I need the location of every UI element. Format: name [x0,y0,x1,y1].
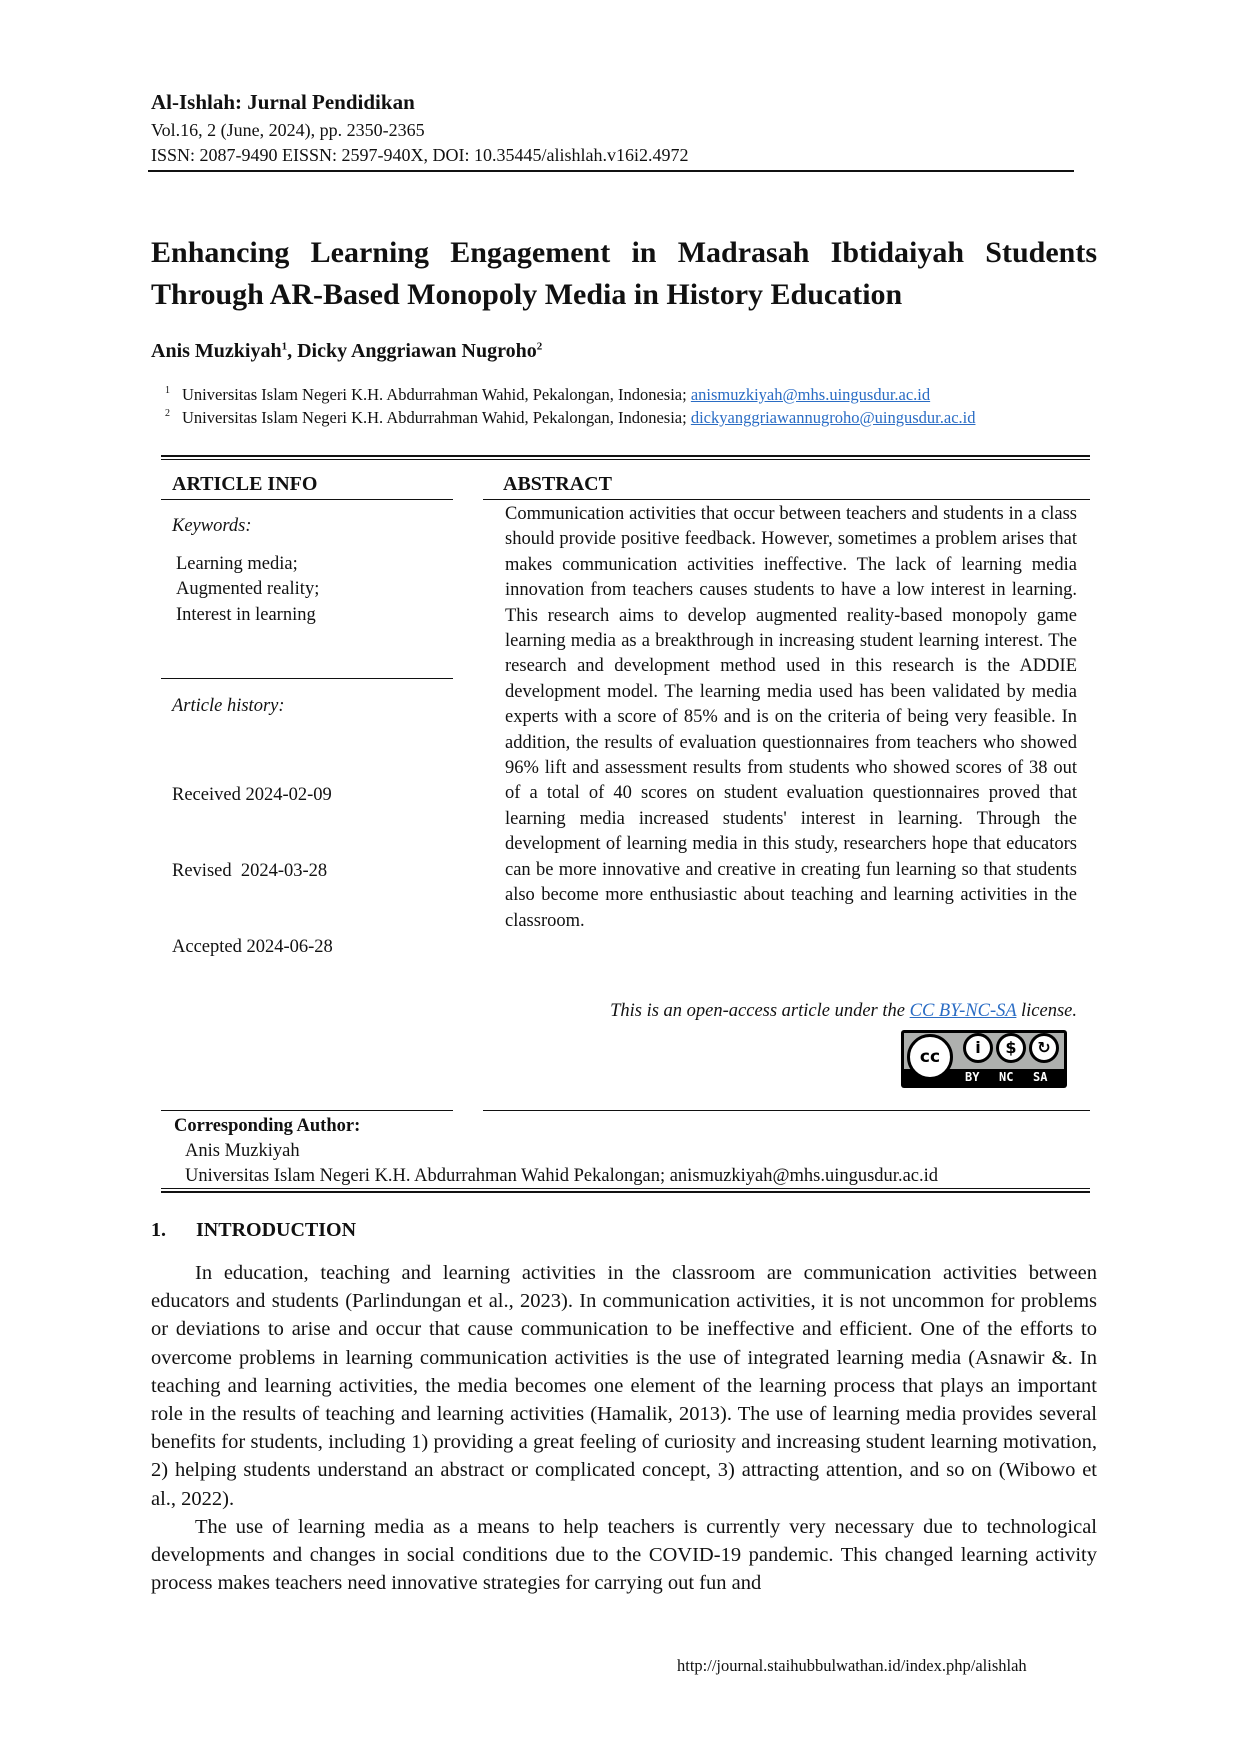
aff-num: 2 [165,408,170,419]
nc-label: NC [999,1070,1014,1084]
corr-rule-1 [161,1188,1090,1189]
journal-issn: ISSN: 2087-9490 EISSN: 2597-940X, DOI: 1… [151,145,689,165]
email-link[interactable]: dickyanggriawannugroho@uingusdur.ac.id [690,408,976,427]
license-link[interactable]: CC BY-NC-SA [909,1001,1017,1021]
affiliation-1: 1 Universitas Islam Negeri K.H. Abdurrahm… [165,385,930,405]
author-1: Anis Muzkiyah [151,340,282,362]
history-received: Received 2024-02-09 [172,784,332,805]
section-number: 1. [151,1219,166,1241]
cc-by-nc-sa-badge[interactable]: cc i $ ↻ BY NC SA [901,1030,1067,1088]
keyword: Interest in learning [176,604,316,625]
double-rule-top [161,455,1090,457]
keywords-rule [161,678,453,679]
corresponding-affiliation: Universitas Islam Negeri K.H. Abdurrahma… [185,1166,939,1186]
license-post: license. [1016,1001,1077,1021]
corresponding-name: Anis Muzkiyah [185,1141,300,1161]
double-rule-bottom [161,459,1090,460]
keywords-list: Learning media; Augmented reality; Inter… [176,552,319,628]
no-dollar-icon: $ [996,1033,1026,1063]
aff-text: Universitas Islam Negeri K.H. Abdurrahma… [182,385,691,404]
author-2-sup: 2 [536,340,543,353]
sa-label: SA [1033,1070,1048,1084]
affiliation-2: 2 Universitas Islam Negeri K.H. Abdurrahm… [165,408,975,428]
info-bottom-rule [161,1110,453,1111]
share-alike-icon: ↻ [1029,1033,1059,1063]
by-label: BY [965,1070,980,1084]
history-accepted: Accepted 2024-06-28 [172,937,333,958]
article-info-heading: ARTICLE INFO [172,473,318,495]
keyword: Learning media; [176,554,298,574]
corr-rule-2 [161,1191,1090,1193]
aff-num: 1 [165,385,170,396]
author-1-sup: 1 [281,340,288,353]
journal-volume: Vol.16, 2 (June, 2024), pp. 2350-2365 [151,120,425,140]
author-2: Dicky Anggriawan Nugroho [297,340,537,362]
email-link[interactable]: anismuzkiyah@mhs.uingusdur.ac.id [690,385,931,404]
keywords-label: Keywords: [172,516,252,536]
license-note: This is an open-access article under the… [505,999,1077,1024]
authors: Anis Muzkiyah1, Dicky Anggriawan Nugroho… [151,340,542,363]
history-revised: Revised 2024-03-28 [172,861,328,882]
journal-name: Al-Ishlah: Jurnal Pendidikan [151,90,415,114]
introduction-body: In education, teaching and learning acti… [151,1259,1097,1597]
article-info-rule [161,499,453,500]
history-label: Article history: [172,696,285,716]
cc-icon: cc [907,1034,953,1080]
history-list: Received 2024-02-09 Revised 2024-03-28 A… [172,732,333,1011]
abstract-text: Communication activities that occur betw… [505,504,1077,931]
aff-text: Universitas Islam Negeri K.H. Abdurrahma… [182,408,691,427]
keyword: Augmented reality; [176,579,320,600]
section-heading: INTRODUCTION [196,1219,357,1241]
abstract-rule [483,499,1090,500]
footer-url[interactable]: http://journal.staihubbulwathan.id/index… [677,1656,1027,1675]
paper-title: Enhancing Learning Engagement in Madrasa… [151,236,1097,311]
license-pre: This is an open-access article under the [610,1001,910,1021]
author-sep: , [287,340,298,362]
paragraph: In education, teaching and learning acti… [151,1262,1097,1510]
abstract-heading: ABSTRACT [503,473,612,495]
abstract-bottom-rule [483,1110,1090,1111]
person-icon: i [963,1033,993,1063]
paragraph: The use of learning media as a means to … [151,1515,1097,1595]
header-rule [148,170,1074,172]
corresponding-label: Corresponding Author: [174,1116,361,1136]
